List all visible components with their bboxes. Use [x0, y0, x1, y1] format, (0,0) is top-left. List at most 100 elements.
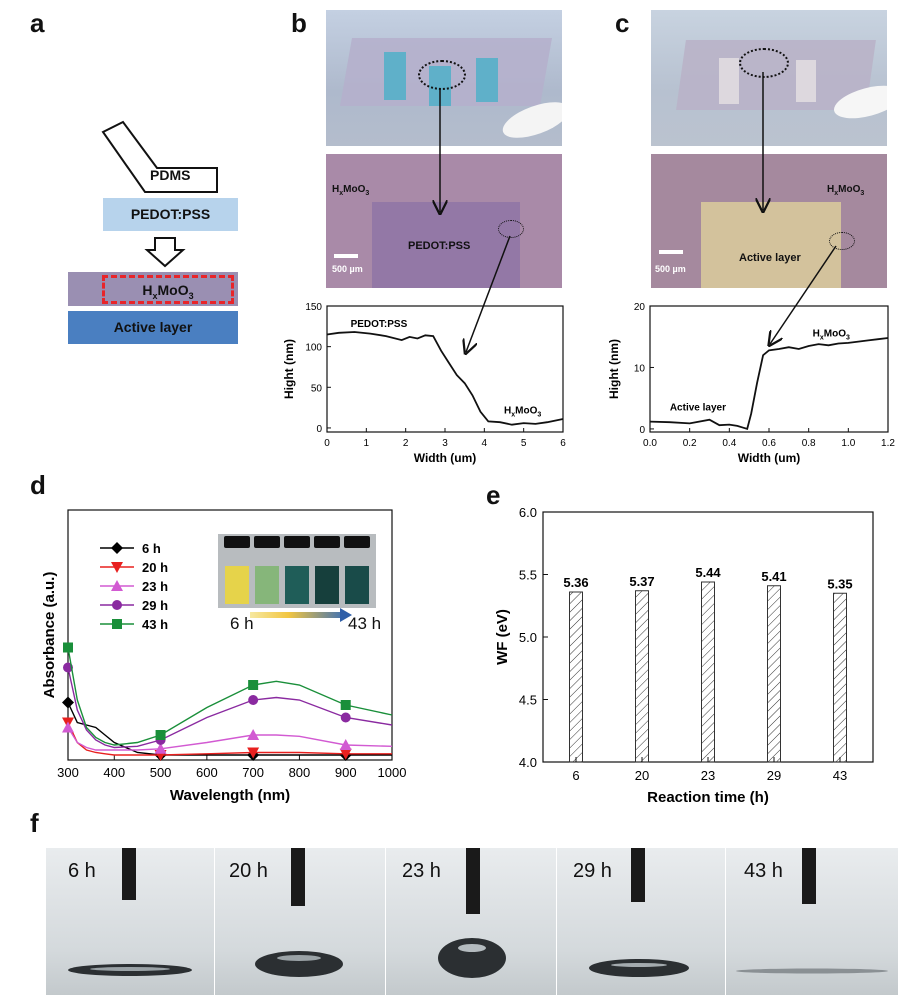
series-marker-4 — [340, 700, 351, 710]
x-tick-label: 0.2 — [683, 438, 697, 449]
x-axis-label: Wavelength (nm) — [170, 787, 290, 804]
annot-pedot: PEDOT:PSS — [351, 319, 408, 330]
legend-marker-1 — [111, 562, 123, 573]
gradient-arrow-icon — [340, 608, 352, 622]
micro-c-active: Active layer — [739, 252, 801, 264]
x-tick-label: 1.2 — [881, 438, 895, 449]
x-tick-label: 4 — [482, 438, 488, 449]
frame-4-label: 29 h — [573, 860, 612, 882]
y-tick-label: 4.5 — [519, 693, 537, 708]
arrow-c-profile — [770, 245, 837, 344]
frame-2-label: 20 h — [229, 860, 268, 882]
x-tick-label: 3 — [442, 438, 448, 449]
needle-3 — [466, 848, 480, 914]
x-tick-label: 29 — [767, 768, 781, 783]
dotted-circle-c — [739, 48, 789, 78]
panel-c-photo — [651, 10, 887, 146]
hxmoo3-x: x — [152, 290, 158, 301]
annot-hxmoo3-c: HxMoO3 — [813, 329, 850, 342]
bar-6 — [569, 591, 583, 763]
legend-marker-2 — [111, 580, 123, 591]
legend-label-0: 6 h — [142, 541, 161, 556]
x-tick-label: 0.4 — [722, 438, 736, 449]
vials-inset-photo — [218, 534, 376, 608]
legend-label-1: 20 h — [142, 560, 168, 575]
x-tick-label: 900 — [335, 765, 357, 780]
panel-letter-c: c — [615, 8, 630, 38]
x-tick-label: 20 — [635, 768, 649, 783]
legend-label-3: 29 h — [142, 598, 168, 613]
drop-frame-5: 43 h — [726, 848, 898, 995]
scale-c-label: 500 µm — [655, 264, 686, 274]
scale-bar-c — [659, 250, 683, 254]
legend-label-4: 43 h — [142, 617, 168, 632]
y-tick-label: 150 — [305, 302, 322, 313]
bar-data-label: 5.35 — [827, 576, 852, 591]
x-tick-label: 0.0 — [643, 438, 657, 449]
active-layer-label: Active layer — [113, 319, 193, 335]
series-marker-4 — [248, 680, 259, 690]
annot-active: Active layer — [670, 402, 726, 413]
series-marker-2 — [154, 742, 167, 754]
series-line-0 — [67, 702, 392, 756]
legend-marker-3 — [112, 600, 122, 610]
active-stripe-left — [719, 58, 739, 104]
pedot-layer: PEDOT:PSS — [103, 198, 238, 231]
connector-arrows — [0, 72, 837, 470]
scale-b-label: 500 µm — [332, 264, 363, 274]
micro-b-pedot: PEDOT:PSS — [408, 240, 471, 252]
y-tick-label: 0 — [316, 424, 322, 435]
legend-label-2: 23 h — [142, 579, 168, 594]
needle-4 — [631, 848, 645, 902]
y-axis-label: WF (eV) — [495, 609, 511, 665]
x-tick-label: 23 — [701, 768, 715, 783]
y-axis-label: Absorbance (a.u.) — [41, 572, 58, 699]
x-tick-label: 700 — [242, 765, 264, 780]
profile-line-b — [326, 331, 564, 426]
x-axis-label: Width (um) — [414, 451, 477, 465]
series-line-4 — [67, 647, 393, 746]
x-tick-label: 43 — [833, 768, 847, 783]
series-line-3 — [67, 667, 393, 749]
series-marker-1 — [247, 747, 260, 759]
pedot-layer-label: PEDOT:PSS — [130, 206, 211, 222]
pedot-stripe-left — [384, 52, 406, 100]
micro-c-hxmoo3: HxMoO3 — [827, 184, 865, 197]
x-tick-label: 500 — [150, 765, 172, 780]
vial-2 — [255, 566, 279, 604]
series-marker-4 — [63, 642, 73, 653]
vial-5 — [345, 566, 369, 604]
x-tick-label: 6 — [572, 768, 579, 783]
y-tick-label: 0 — [639, 425, 645, 436]
series-marker-2 — [62, 721, 74, 733]
series-marker-1 — [339, 748, 352, 760]
y-tick-label: 50 — [311, 383, 323, 394]
vial-cap-4 — [314, 536, 340, 548]
pdms-stamp-shape — [101, 120, 218, 193]
x-tick-label: 1000 — [378, 765, 407, 780]
x-axis-label: Width (um) — [738, 451, 801, 465]
hxmoo3-3: 3 — [188, 290, 194, 301]
vial-cap-5 — [344, 536, 370, 548]
vial-cap-1 — [224, 536, 250, 548]
x-tick-label: 800 — [289, 765, 311, 780]
vial-1 — [225, 566, 249, 604]
micro-c-dotted-circle — [829, 232, 855, 250]
needle-1 — [122, 848, 136, 900]
drop-frame-1: 6 h — [46, 848, 214, 995]
x-tick-label: 6 — [560, 438, 566, 449]
micro-b-hxmoo3: HxMoO3 — [332, 184, 370, 197]
scale-bar-b — [334, 254, 358, 258]
y-tick-label: 10 — [634, 363, 646, 374]
x-tick-label: 300 — [57, 765, 79, 780]
bar-20 — [635, 590, 649, 763]
x-tick-label: 600 — [196, 765, 218, 780]
inset-end-label: 43 h — [348, 614, 382, 633]
inset-start-label: 6 h — [230, 614, 254, 633]
needle-5 — [802, 848, 816, 904]
panel-letter-b: b — [291, 8, 307, 38]
panel-letter-f: f — [30, 808, 39, 838]
legend-marker-4 — [112, 619, 122, 629]
x-tick-label: 1.0 — [841, 438, 855, 449]
